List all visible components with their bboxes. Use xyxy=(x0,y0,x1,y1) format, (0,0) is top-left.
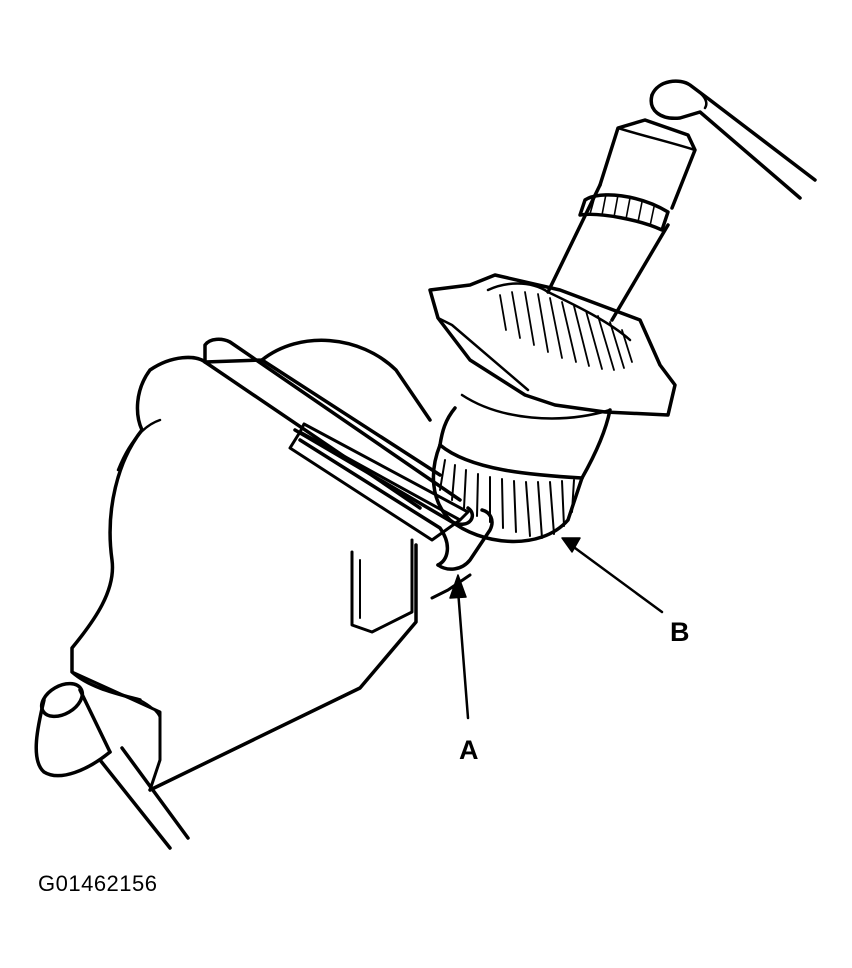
tool-a xyxy=(293,428,494,571)
gear-assembly xyxy=(428,79,817,544)
callout-arrow-b xyxy=(561,537,664,614)
vise-body xyxy=(70,337,472,792)
callout-label-b: B xyxy=(670,617,690,647)
figure-code: G01462156 xyxy=(38,871,158,896)
callout-label-a: A xyxy=(459,735,479,765)
callout-arrow-a xyxy=(449,574,470,720)
vise-handle xyxy=(34,681,190,850)
